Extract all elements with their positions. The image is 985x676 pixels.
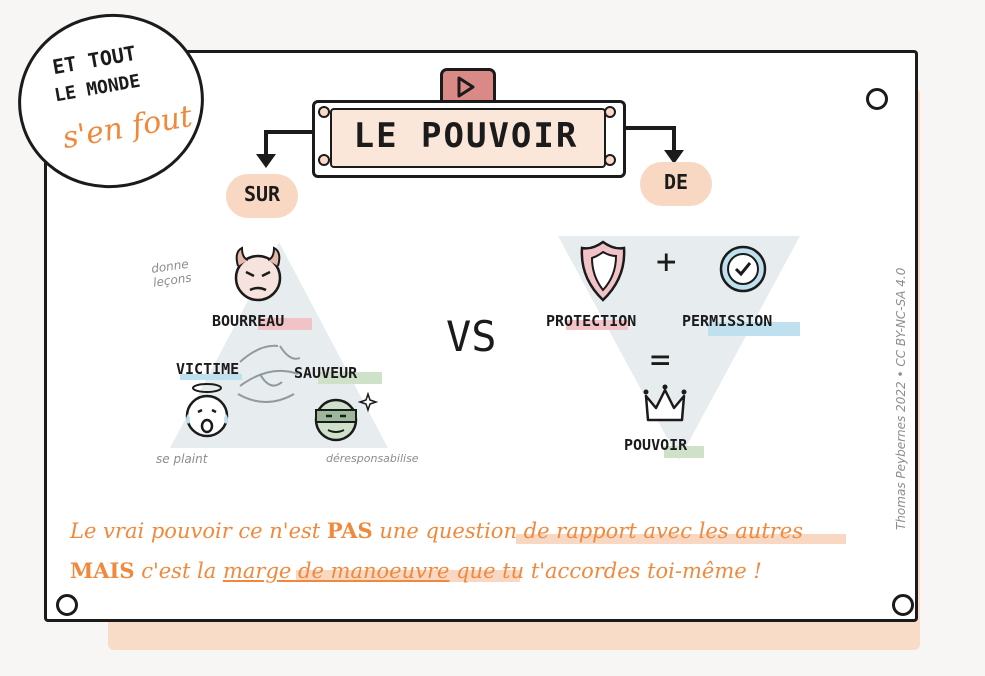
drama-triangle <box>170 242 388 448</box>
page-title: LE POUVOIR <box>353 116 579 156</box>
equals-sign: = <box>650 340 671 380</box>
bolt-dot <box>318 106 330 118</box>
versus-label: VS <box>446 312 497 361</box>
branch-pill-left <box>226 174 298 218</box>
highlight-blue <box>180 374 242 380</box>
branch-right-label: DE <box>663 170 689 194</box>
power-triangle <box>558 236 800 460</box>
branch-pill-right <box>640 162 712 206</box>
bolt-dot <box>604 154 616 166</box>
shield-icon <box>580 240 626 302</box>
corner-hole-bottom-right <box>892 594 914 616</box>
highlight-green <box>664 446 704 458</box>
crown-icon <box>643 384 687 422</box>
message-line1-pre: Le vrai pouvoir ce n'est <box>70 519 327 543</box>
ninja-face-icon <box>314 392 379 442</box>
angel-crying-face-icon <box>185 383 229 438</box>
label-victime: VICTIME <box>176 360 240 378</box>
play-icon <box>457 76 475 98</box>
note-victime: se plaint <box>156 452 208 466</box>
label-permission: PERMISSION <box>682 312 773 330</box>
arrow-down-left-icon <box>256 130 312 168</box>
highlight-green <box>318 372 382 384</box>
label-pouvoir: POUVOIR <box>624 436 688 454</box>
swirl-arrows <box>237 344 301 403</box>
bolt-dot <box>604 106 616 118</box>
message-line1-emphasis: PAS <box>326 518 373 543</box>
plus-sign: + <box>656 242 677 282</box>
corner-hole-bottom-left <box>56 594 78 616</box>
highlight-marge <box>296 570 520 582</box>
underline-line1 <box>516 534 846 544</box>
label-bourreau: BOURREAU <box>212 312 285 330</box>
label-protection: PROTECTION <box>546 312 637 330</box>
highlight-pink <box>566 320 628 330</box>
message-line1-post: une question de rapport avec les autres <box>372 519 803 543</box>
credit-text: Thomas Peybernes 2022 • CC BY-NC-SA 4.0 <box>894 267 908 530</box>
note-sauveur: déresponsabilise <box>326 452 419 465</box>
highlight-pink <box>258 318 312 330</box>
message-line2-highlight: marge de manoeuvre <box>222 559 450 583</box>
message-line2: MAIS c'est la marge de manoeuvre que tu … <box>70 558 762 583</box>
message-line2-emphasis: MAIS <box>70 558 135 583</box>
checkmark-badge-icon <box>719 245 767 293</box>
bolt-dot <box>318 154 330 166</box>
message-line2-mid: c'est la <box>134 559 223 583</box>
corner-hole-top-right <box>866 88 888 110</box>
branch-left-label: SUR <box>243 182 281 206</box>
label-sauveur: SAUVEUR <box>294 364 358 382</box>
devil-face-icon <box>234 246 282 302</box>
message-line1: Le vrai pouvoir ce n'est PAS une questio… <box>70 518 803 543</box>
arrow-down-right-icon <box>626 126 684 164</box>
message-line2-post: que tu t'accordes toi-même ! <box>449 559 762 583</box>
highlight-blue <box>708 322 800 336</box>
title-inner <box>330 108 606 168</box>
